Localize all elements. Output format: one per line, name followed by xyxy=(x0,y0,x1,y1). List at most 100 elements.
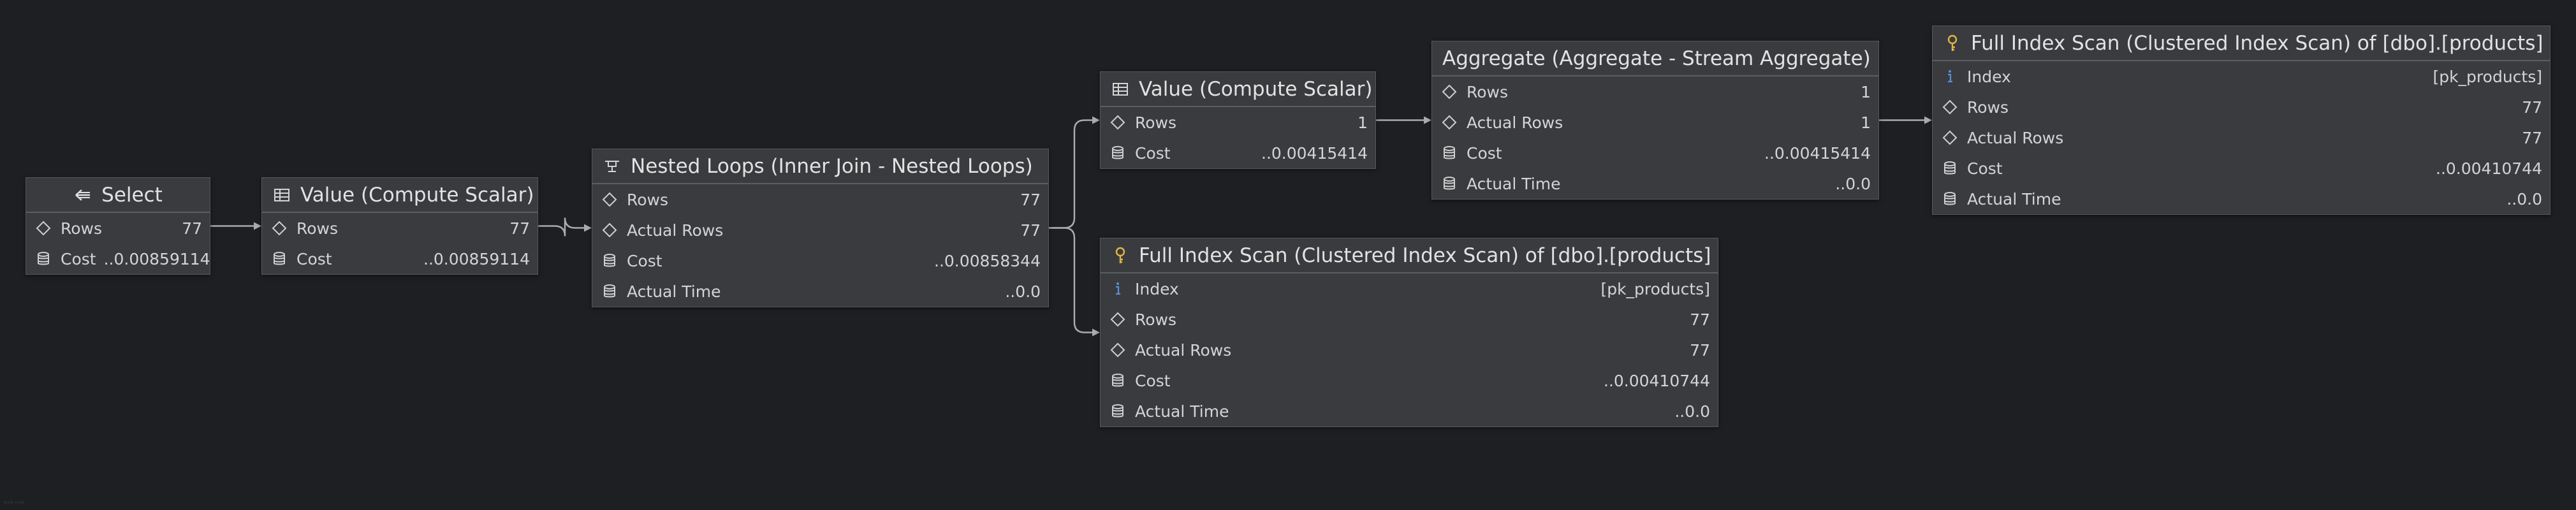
property-row: Rows 1 xyxy=(1432,76,1878,107)
property-key: Rows xyxy=(1467,82,1509,101)
property-row: Cost ..0.00859114 xyxy=(262,244,538,274)
info-icon xyxy=(1108,279,1127,298)
table-icon xyxy=(272,186,291,205)
property-value: 77 xyxy=(509,219,530,238)
property-value: 77 xyxy=(2522,128,2542,147)
database-icon xyxy=(1440,174,1459,193)
property-value: 77 xyxy=(1020,221,1041,240)
property-value: 77 xyxy=(1020,190,1041,209)
property-key: Actual Rows xyxy=(627,221,724,240)
property-value: ..0.0 xyxy=(1005,282,1041,301)
property-row: Actual Rows 77 xyxy=(592,215,1048,245)
property-row: Actual Time ..0.0 xyxy=(1432,168,1878,199)
property-value: ..0.00415414 xyxy=(1764,143,1871,163)
property-value: ..0.0 xyxy=(1674,402,1710,421)
property-value: [pk_products] xyxy=(2433,67,2542,86)
property-row: Actual Time ..0.0 xyxy=(1101,396,1718,426)
property-row: Actual Time..0.0 xyxy=(592,276,1048,307)
database-icon xyxy=(1108,143,1127,163)
node-header: Nested Loops (Inner Join - Nested Loops) xyxy=(592,149,1048,184)
property-row: Rows 77 xyxy=(592,184,1048,215)
index-scan-node-top[interactable]: Full Index Scan (Clustered Index Scan) o… xyxy=(1932,26,2550,215)
nested-loops-icon xyxy=(603,157,622,176)
diamond-icon xyxy=(1440,82,1459,101)
diamond-icon xyxy=(1940,98,1959,117)
property-row: Cost..0.00410744 xyxy=(1933,153,2550,184)
node-title: Value (Compute Scalar) xyxy=(300,183,534,207)
property-value: 77 xyxy=(2522,98,2542,117)
node-title: Full Index Scan (Clustered Index Scan) o… xyxy=(1139,244,1711,267)
property-row: Index[pk_products] xyxy=(1933,61,2550,92)
node-title: Aggregate (Aggregate - Stream Aggregate) xyxy=(1442,47,1871,70)
database-icon xyxy=(270,249,289,268)
property-row: Index[pk_products] xyxy=(1101,273,1718,304)
node-title: Select xyxy=(101,183,163,207)
table-icon xyxy=(1111,80,1130,99)
property-row: Actual Rows 77 xyxy=(1933,122,2550,153)
key-icon xyxy=(1111,246,1130,265)
property-row: Cost..0.00415414 xyxy=(1432,138,1878,168)
property-value: 1 xyxy=(1358,113,1368,132)
aggregate-node[interactable]: Aggregate (Aggregate - Stream Aggregate)… xyxy=(1431,41,1879,200)
property-value: 1 xyxy=(1861,113,1871,132)
property-value: 77 xyxy=(1690,340,1710,360)
property-value: ..0.00410744 xyxy=(2436,159,2542,178)
property-row: Cost ..0.00859114 xyxy=(26,244,210,274)
index-scan-node-bottom[interactable]: Full Index Scan (Clustered Index Scan) o… xyxy=(1100,238,1718,427)
diamond-icon xyxy=(600,221,619,240)
property-value: ..0.00859114 xyxy=(423,249,530,268)
property-key: Rows xyxy=(1135,310,1177,329)
property-value: 77 xyxy=(1690,310,1710,329)
property-key: Actual Rows xyxy=(1967,128,2064,147)
property-key: Cost xyxy=(296,249,332,268)
property-value: ..0.0 xyxy=(2506,189,2542,208)
node-header: Full Index Scan (Clustered Index Scan) o… xyxy=(1933,26,2550,61)
database-icon xyxy=(1108,371,1127,390)
diamond-icon xyxy=(1108,310,1127,329)
node-header: Select xyxy=(26,178,210,213)
property-key: Rows xyxy=(61,219,103,238)
property-key: Rows xyxy=(627,190,669,209)
diamond-icon xyxy=(1440,113,1459,132)
property-row: Rows 77 xyxy=(262,213,538,244)
property-key: Actual Time xyxy=(1467,174,1561,193)
database-icon xyxy=(1440,143,1459,163)
property-key: Actual Time xyxy=(1135,402,1229,421)
property-row: Cost ..0.00858344 xyxy=(592,245,1048,276)
property-row: Rows 77 xyxy=(1101,304,1718,335)
database-icon xyxy=(600,282,619,301)
property-key: Cost xyxy=(61,249,96,268)
property-key: Rows xyxy=(296,219,339,238)
diamond-icon xyxy=(600,190,619,209)
database-icon xyxy=(1108,402,1127,421)
property-key: Actual Rows xyxy=(1467,113,1563,132)
property-value: ..0.00410744 xyxy=(1604,371,1710,390)
diamond-icon xyxy=(1108,340,1127,360)
nested-loops-node[interactable]: Nested Loops (Inner Join - Nested Loops)… xyxy=(592,149,1049,307)
property-row: Actual Rows 1 xyxy=(1432,107,1878,138)
property-value: ..0.00859114 xyxy=(103,249,210,268)
property-value: 1 xyxy=(1861,82,1871,101)
property-row: Cost..0.00415414 xyxy=(1101,138,1375,168)
property-value: ..0.00415414 xyxy=(1261,143,1368,163)
property-value: ..0.0 xyxy=(1835,174,1871,193)
node-header: Aggregate (Aggregate - Stream Aggregate) xyxy=(1432,41,1878,76)
property-value: ..0.00858344 xyxy=(934,251,1041,270)
property-row: Cost..0.00410744 xyxy=(1101,365,1718,396)
property-row: Actual Time..0.0 xyxy=(1933,184,2550,214)
database-icon xyxy=(34,249,53,268)
property-value: 77 xyxy=(182,219,202,238)
watermark: ᴾᴸᴬᴺ ᵛᴵᴱᵂ xyxy=(4,501,25,507)
node-title: Value (Compute Scalar) xyxy=(1139,77,1373,101)
key-icon xyxy=(1943,34,1962,53)
edge-scan-to-nested xyxy=(1049,227,1100,337)
edge-compute2-to-nested xyxy=(1049,116,1100,229)
property-key: Cost xyxy=(627,251,662,270)
node-header: Value (Compute Scalar) xyxy=(262,178,538,213)
